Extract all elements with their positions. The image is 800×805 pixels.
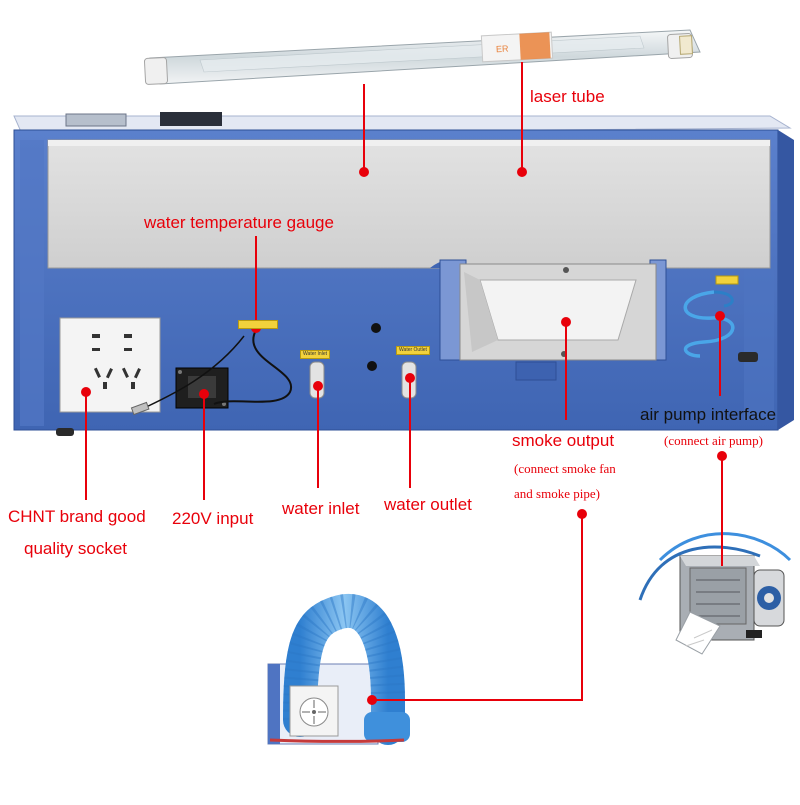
label-connect-air-pump: (connect air pump)	[664, 433, 763, 448]
label-water-inlet: water inlet	[282, 499, 360, 518]
air-pump-connector	[683, 275, 739, 358]
gauge-tag	[238, 320, 278, 329]
label-and-smoke-pipe: and smoke pipe)	[514, 486, 600, 501]
tube-brand-text: ER	[496, 44, 510, 55]
water-inlet-tag: Water Inlet	[300, 350, 330, 359]
gauge-wire	[213, 329, 293, 405]
label-socket-line1: CHNT brand good	[8, 507, 146, 526]
water-outlet-tag: Water Outlet	[396, 346, 430, 355]
power-input	[175, 367, 229, 409]
label-water-outlet: water outlet	[384, 495, 472, 514]
air-pump	[638, 532, 792, 655]
laser-tube: ER	[143, 29, 701, 85]
label-laser-tube: laser tube	[530, 87, 605, 106]
label-water-temperature-gauge: water temperature gauge	[144, 213, 334, 232]
callouts	[85, 62, 723, 701]
label-socket-line2: quality socket	[24, 539, 127, 558]
label-220v-input: 220V input	[172, 509, 254, 528]
chnt-socket	[59, 317, 161, 413]
label-air-pump-interface: air pump interface	[640, 405, 777, 424]
smoke-output-port	[439, 259, 667, 361]
label-smoke-output: smoke output	[512, 431, 615, 450]
smoke-fan	[267, 593, 410, 745]
label-connect-smoke-fan: (connect smoke fan	[514, 461, 616, 476]
